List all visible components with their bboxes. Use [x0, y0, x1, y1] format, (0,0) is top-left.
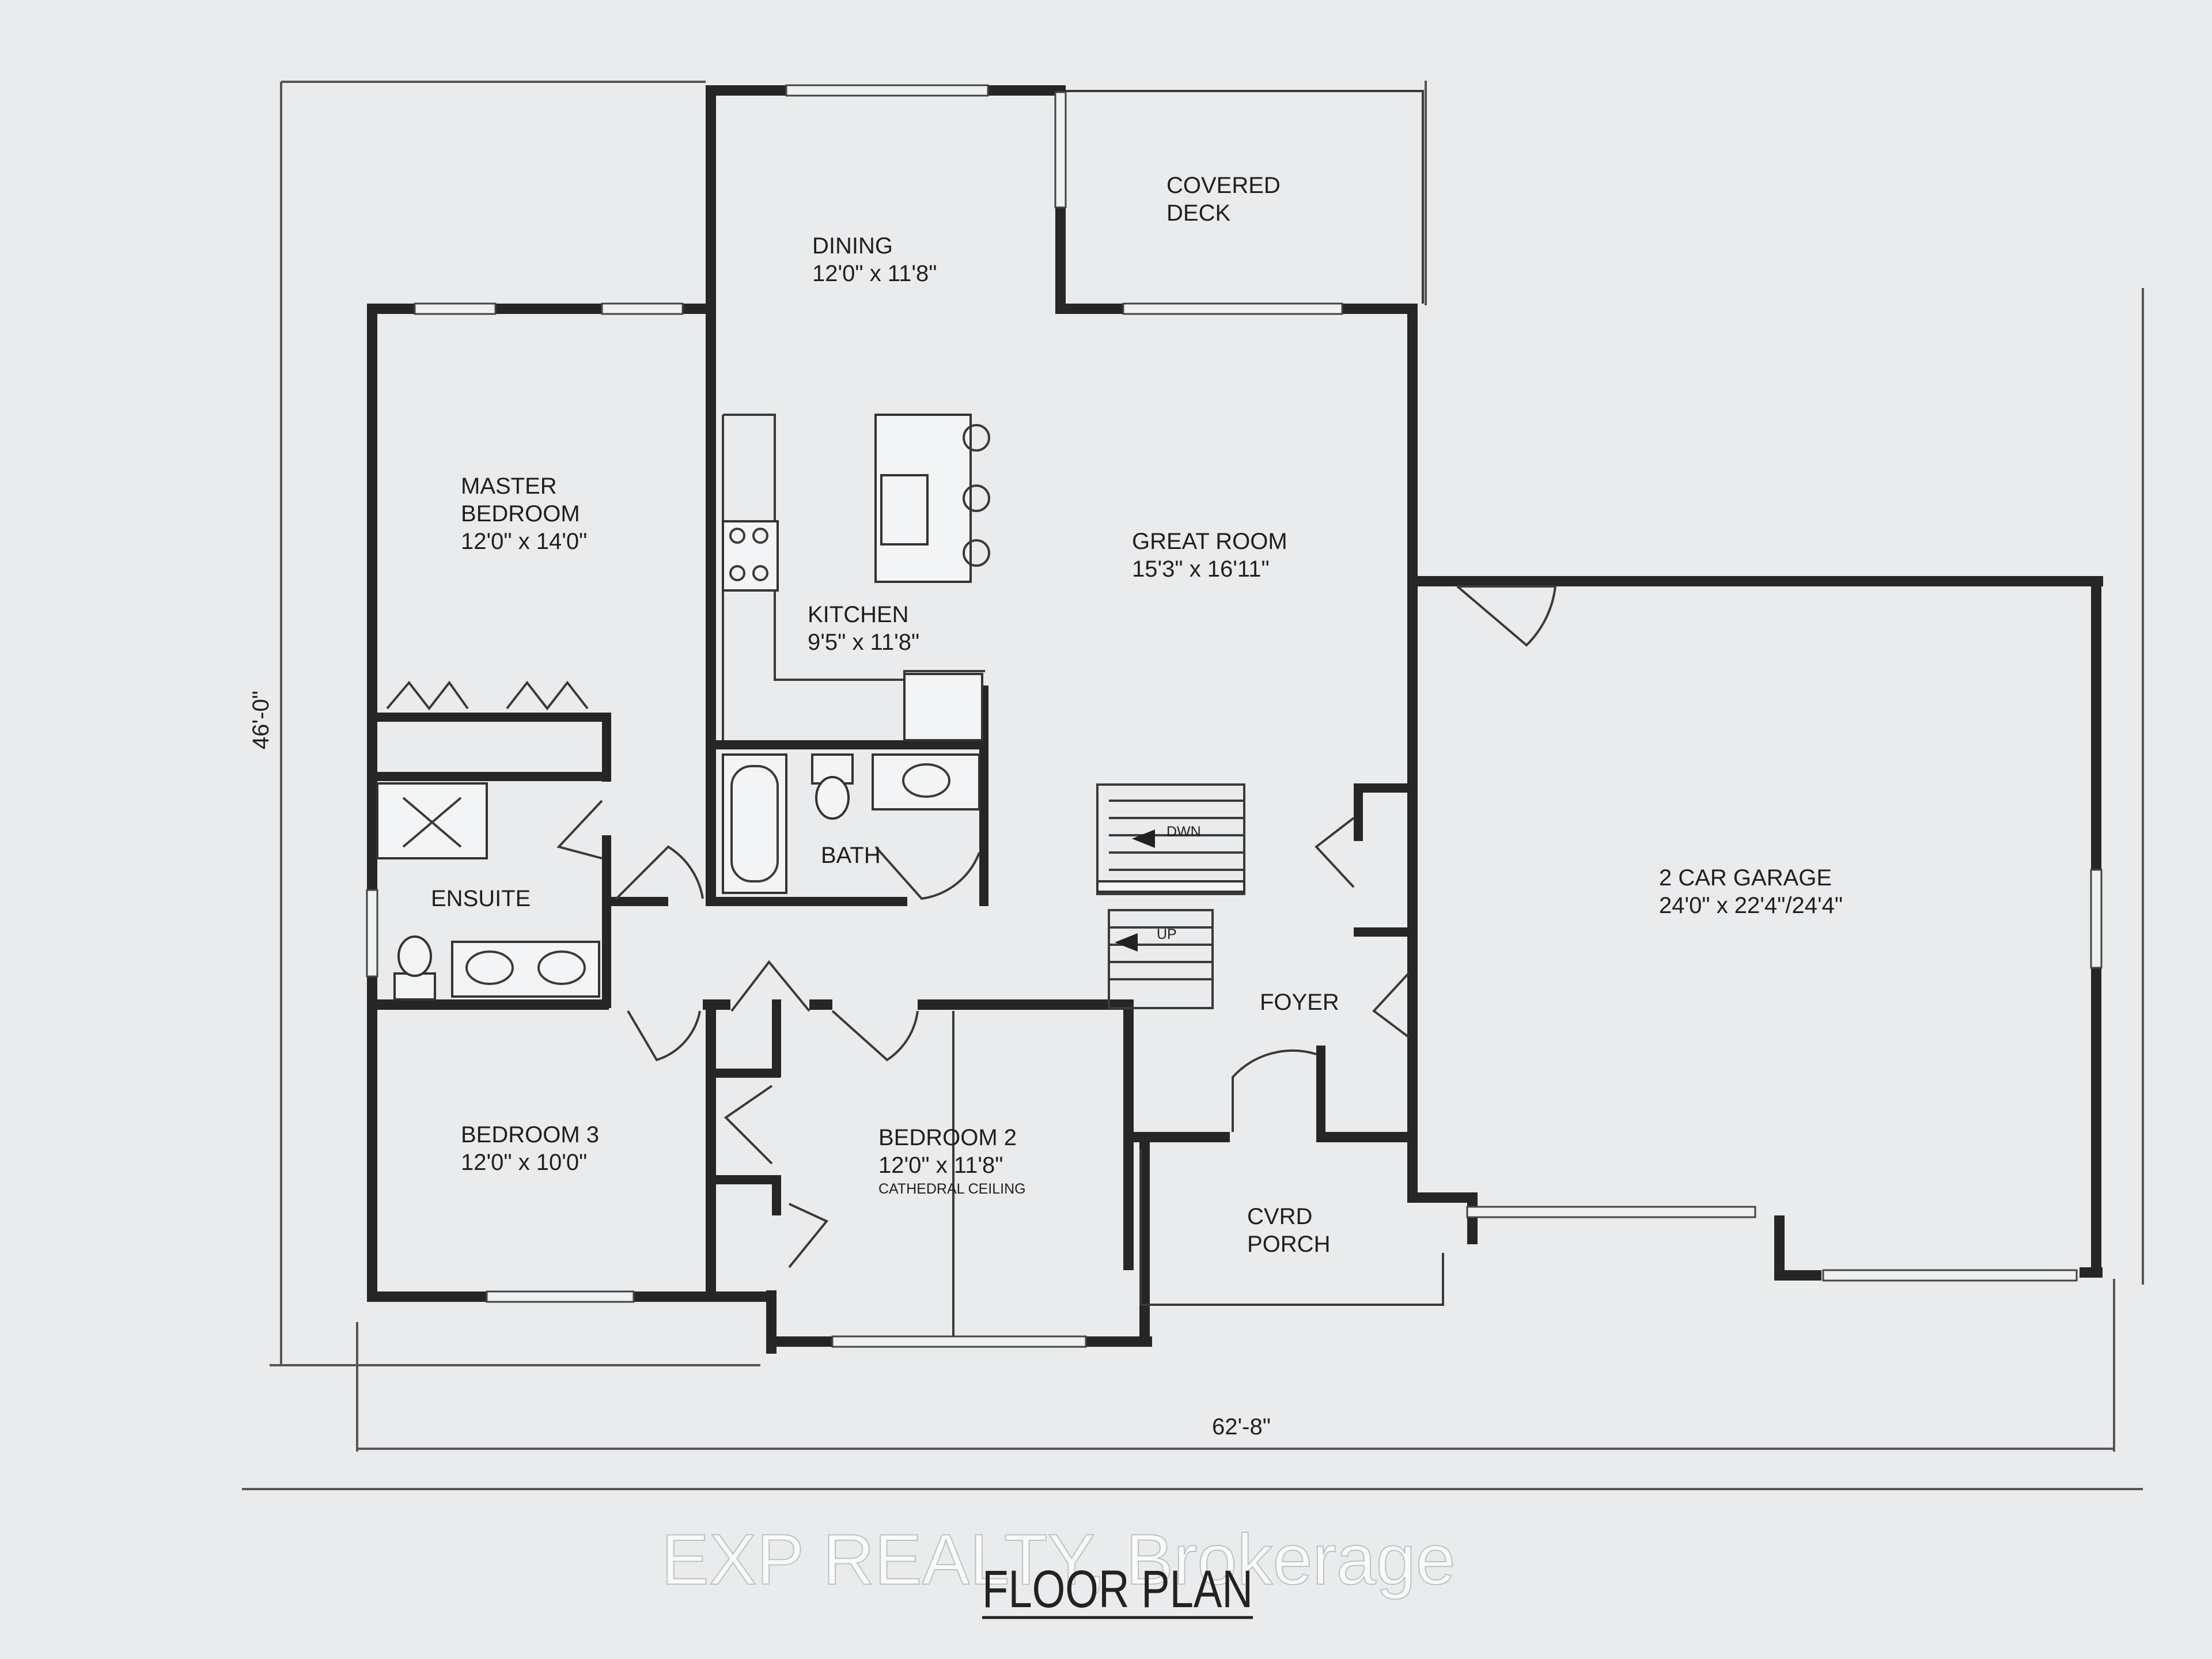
staircase: [1096, 783, 1245, 1009]
covered-deck-label-2: DECK: [1166, 200, 1230, 226]
covered-deck-outline: [1066, 90, 1444, 1306]
cathedral-ceiling-note: CATHEDRAL CEILING: [878, 1181, 1026, 1197]
kitchen-fixtures: [722, 414, 990, 741]
kitchen-label: KITCHEN: [808, 602, 909, 627]
room-labels: DINING 12'0" x 11'8" COVERED DECK MASTER…: [431, 173, 1843, 1257]
garage-size: 24'0" x 22'4"/24'4": [1659, 893, 1843, 918]
bedroom-3-size: 12'0" x 10'0": [461, 1150, 587, 1175]
doors: [386, 585, 1556, 1268]
bedroom-3-label: BEDROOM 3: [461, 1122, 599, 1147]
kitchen-size: 9'5" x 11'8": [808, 630, 919, 655]
foyer-label: FOYER: [1260, 990, 1339, 1015]
bedroom-2-size: 12'0" x 11'8": [878, 1153, 1003, 1178]
great-room-label: GREAT ROOM: [1132, 529, 1287, 554]
bath-fixtures: [376, 753, 980, 1001]
depth-dimension: 46'-0": [248, 691, 274, 749]
bath-label: BATH: [821, 843, 881, 868]
windows: [366, 84, 2103, 1348]
width-dimension: 62'-8": [1212, 1414, 1271, 1440]
stairs-down-label: DWN: [1166, 824, 1201, 840]
walls: [367, 85, 2103, 1354]
bedroom-2-label: BEDROOM 2: [878, 1125, 1017, 1150]
porch-label: CVRD: [1247, 1204, 1312, 1229]
stairs-up-label: UP: [1157, 926, 1177, 942]
great-room-size: 15'3" x 16'11": [1132, 556, 1270, 582]
master-bedroom-label: MASTER: [461, 474, 557, 499]
porch-label-2: PORCH: [1247, 1232, 1330, 1257]
dimension-lines: [242, 81, 2144, 1490]
garage-label: 2 CAR GARAGE: [1659, 865, 1832, 891]
floor-plan-caption: FLOOR PLAN: [982, 1560, 1253, 1619]
covered-deck-label: COVERED: [1166, 173, 1281, 198]
master-bedroom-size: 12'0" x 14'0": [461, 529, 587, 554]
watermark: EXP REALTY, Brokerage: [661, 1520, 1456, 1600]
master-bedroom-label-2: BEDROOM: [461, 501, 580, 527]
ensuite-label: ENSUITE: [431, 886, 531, 911]
dining-size: 12'0" x 11'8": [812, 261, 937, 286]
dining-label: DINING: [812, 233, 893, 259]
